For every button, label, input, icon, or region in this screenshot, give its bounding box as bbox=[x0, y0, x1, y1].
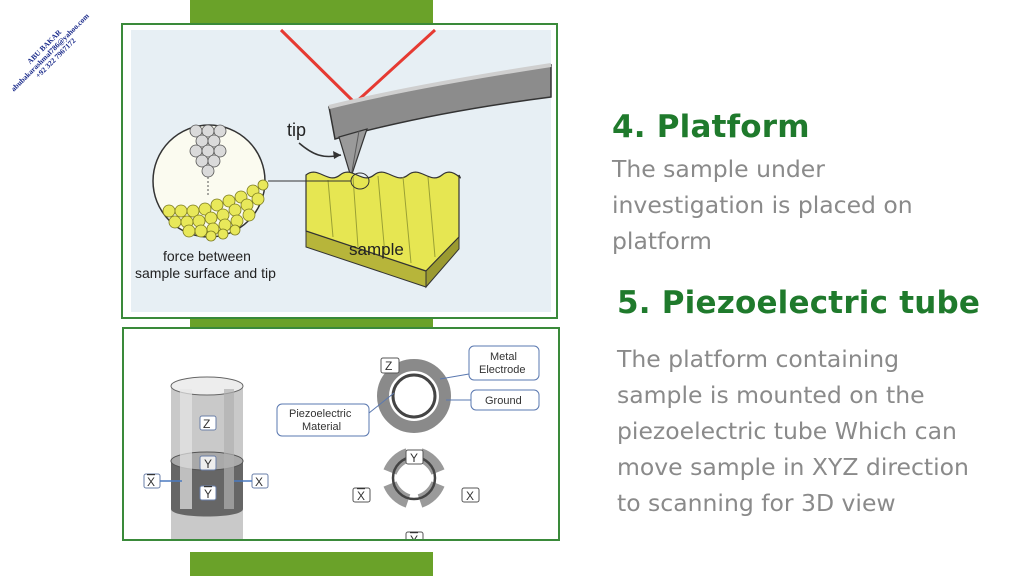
ring-axis-y: Y bbox=[410, 451, 418, 465]
ring-axis-y-neg: Y bbox=[410, 533, 418, 539]
piezo-material-label-2: Material bbox=[302, 421, 341, 433]
piezo-line-5: to scanning for 3D view bbox=[617, 489, 896, 517]
tube-axis-y: Y bbox=[204, 457, 212, 471]
piezo-heading: 5. Piezoelectric tube bbox=[617, 285, 981, 321]
sample-label: sample bbox=[349, 240, 404, 259]
platform-line-2: investigation is placed on bbox=[612, 191, 913, 219]
platform-heading: 4. Platform bbox=[612, 109, 810, 145]
tube-axis-x: X bbox=[255, 475, 263, 489]
platform-description: The sample under investigation is placed… bbox=[612, 151, 913, 259]
tip-label: tip bbox=[287, 120, 306, 140]
ground-label: Ground bbox=[485, 395, 522, 407]
metal-electrode-label-2: Electrode bbox=[479, 364, 525, 376]
platform-line-3: platform bbox=[612, 227, 712, 255]
tube-axis-z: Z bbox=[203, 417, 210, 431]
ring-top bbox=[377, 359, 451, 433]
tube-axis-x-neg: X bbox=[147, 475, 155, 489]
platform-line-1: The sample under bbox=[612, 155, 825, 183]
force-label-line2: sample surface and tip bbox=[135, 265, 276, 281]
force-label-line1: force between bbox=[163, 248, 251, 264]
ring-axis-x: X bbox=[466, 489, 474, 503]
sample-top bbox=[305, 171, 461, 272]
bottom-green-bar bbox=[190, 552, 433, 576]
watermark-name: ABU BAKAR bbox=[25, 27, 64, 66]
piezo-material-label-1: Piezoelectric bbox=[289, 408, 352, 420]
metal-electrode-callout bbox=[468, 345, 540, 381]
piezo-line-2: sample is mounted on the bbox=[617, 381, 925, 409]
piezo-diagram: Z Y Y X X Z Metal Electrode Ground Piezo… bbox=[143, 345, 540, 539]
tip-atoms bbox=[189, 124, 227, 178]
piezo-line-4: move sample in XYZ direction bbox=[617, 453, 969, 481]
piezo-line-3: piezoelectric tube Which can bbox=[617, 417, 957, 445]
afm-figure-panel: sample tip force between sample surface … bbox=[121, 23, 558, 319]
ring-axis-z: Z bbox=[385, 359, 392, 373]
ring-axis-x-neg: X bbox=[357, 489, 365, 503]
tube-axis-y-neg: Y bbox=[204, 487, 212, 501]
sample-atoms bbox=[162, 179, 269, 242]
afm-tip bbox=[338, 128, 368, 179]
piezo-figure-panel: Z Y Y X X Z Metal Electrode Ground Piezo… bbox=[122, 327, 560, 541]
top-green-bar bbox=[190, 0, 433, 27]
piezo-line-1: The platform containing bbox=[617, 345, 900, 373]
watermark: ABU BAKAR abubakarashmal786@yahoo.com +9… bbox=[4, 6, 96, 98]
piezo-description: The platform containing sample is mounte… bbox=[617, 341, 969, 521]
metal-electrode-label-1: Metal bbox=[490, 351, 517, 363]
watermark-email: abubakarashmal786@yahoo.com bbox=[8, 11, 91, 94]
piezo-material-callout bbox=[276, 403, 370, 437]
afm-diagram: sample tip force between sample surface … bbox=[131, 28, 552, 312]
